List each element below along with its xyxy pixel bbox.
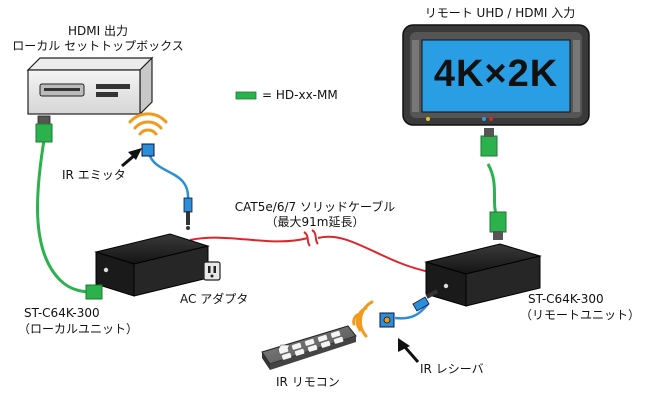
hdmi-connector-stb [35, 115, 53, 143]
ac-adapter-icon [203, 261, 221, 281]
arrow-icon-receiver [398, 338, 420, 363]
hdmi-cable-remote [486, 163, 500, 219]
tv-icon [402, 24, 590, 126]
cat-cable [189, 235, 431, 273]
ir-receiver-plug [412, 289, 439, 312]
remote-unit-model-label: ST-C64K-300 [528, 292, 604, 306]
cable-label-line1: CAT5e/6/7 ソリッドケーブル [234, 200, 396, 214]
local-extender-unit-icon [94, 233, 210, 297]
hdmi-cable-local [36, 139, 95, 294]
remote-control-icon [261, 325, 357, 370]
arrow-icon-emitter [121, 148, 142, 168]
cable-break-mark [303, 229, 319, 247]
local-unit-model-label: ST-C64K-300 [24, 306, 100, 320]
ac-adapter-label: AC アダプタ [180, 292, 249, 306]
ir-emitter-label: IR エミッタ [62, 168, 126, 182]
cable-label-line2: （最大91m延長） [265, 215, 365, 229]
stb-label-line2: ローカル セットトップボックス [12, 39, 184, 53]
stb-label-line1: HDMI 出力 [68, 24, 128, 38]
tv-screen-text: 4K×2K [433, 53, 559, 95]
ir-emitter-cable [148, 155, 190, 201]
tv-title-label: リモート UHD / HDMI 入力 [424, 6, 576, 20]
hdmi-connector-tv [480, 128, 498, 157]
hdmi-connector-remote-unit [489, 211, 507, 240]
legend-hdmi-swatch [235, 91, 257, 100]
ir-emitter-plug [183, 197, 193, 230]
ir-emitter-icon [141, 143, 155, 157]
ir-receiver-icon [379, 312, 395, 328]
remote-extender-unit-icon [424, 243, 542, 307]
ir-signal-emitter [128, 112, 168, 136]
ir-signal-remote [352, 300, 374, 338]
hdmi-connector-local-unit [85, 284, 103, 300]
local-unit-name-label: （ローカルユニット） [18, 322, 139, 336]
ir-receiver-cable [394, 303, 429, 320]
remote-unit-name-label: （リモートユニット） [520, 308, 641, 322]
set-top-box-icon [26, 56, 154, 116]
legend-label: = HD-xx-MM [262, 88, 338, 102]
ir-remote-label: IR リモコン [276, 375, 340, 389]
ir-receiver-label: IR レシーバ [420, 362, 484, 376]
